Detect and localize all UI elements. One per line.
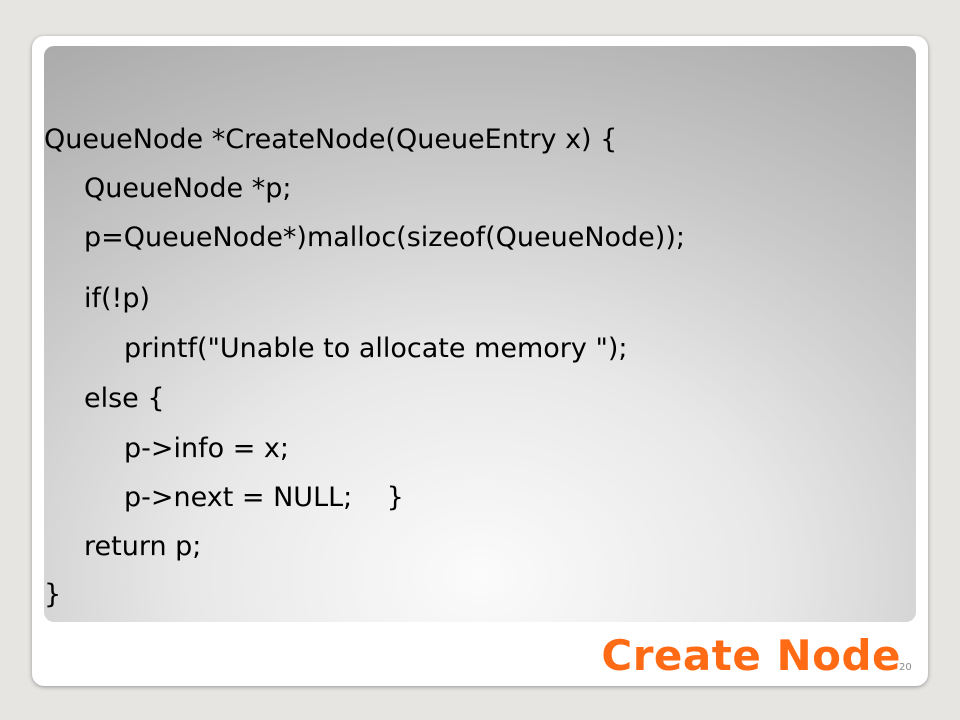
code-line-10: }	[44, 579, 62, 610]
code-line-6: else {	[84, 383, 165, 414]
code-line-2: QueueNode *p;	[84, 173, 292, 204]
code-block: QueueNode *CreateNode(QueueEntry x) { Qu…	[44, 46, 916, 622]
code-line-9: return p;	[84, 531, 202, 562]
code-line-7: p->info = x;	[124, 433, 290, 464]
code-line-8: p->next = NULL; }	[124, 482, 404, 513]
code-line-3: p=QueueNode*)malloc(sizeof(QueueNode));	[84, 222, 685, 253]
code-line-4: if(!p)	[84, 283, 151, 314]
code-panel: QueueNode *CreateNode(QueueEntry x) { Qu…	[44, 46, 916, 622]
slide-number: 20	[899, 662, 912, 673]
code-line-5: printf("Unable to allocate memory ");	[124, 333, 628, 364]
slide-title: Create Node	[601, 631, 901, 680]
code-line-1: QueueNode *CreateNode(QueueEntry x) {	[44, 124, 618, 155]
